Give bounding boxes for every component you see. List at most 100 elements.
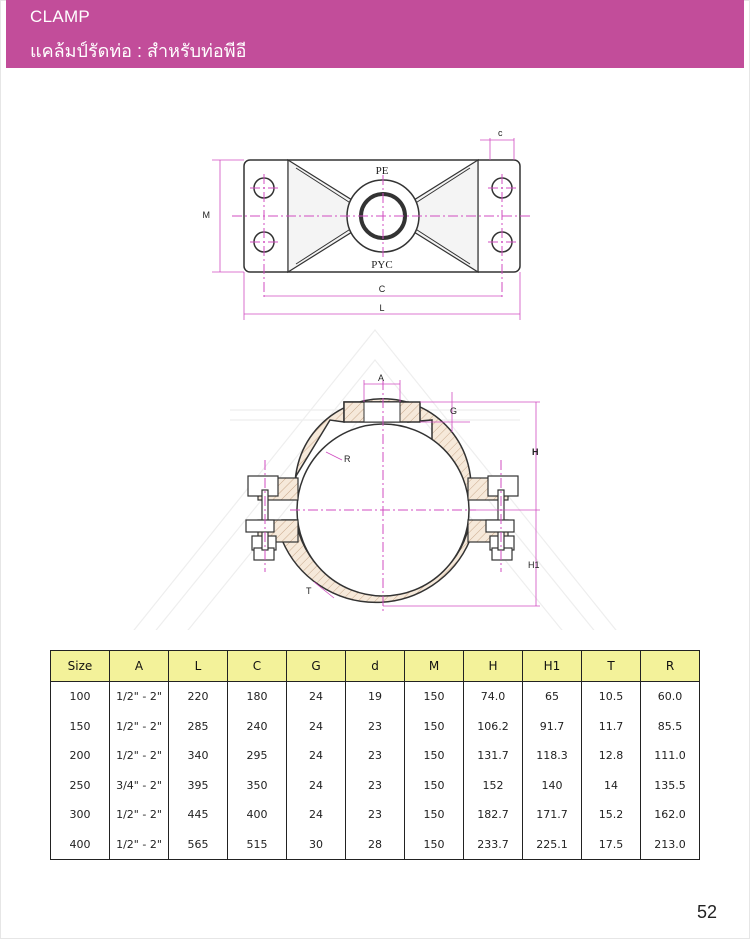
label-pe: PE [376,165,389,177]
table-cell: 91.7 [522,711,582,741]
table-cell: 1/2" - 2" [109,741,169,771]
table-cell: 60.0 [640,681,700,712]
page-number: 52 [696,902,717,922]
table-cell: 1/2" - 2" [109,800,169,830]
table-cell: 74.0 [463,681,523,712]
label-h1: H1 [528,560,540,570]
column-header: L [168,650,228,682]
table-cell: 152 [463,770,523,800]
label-c-bottom: C [379,284,386,294]
table-cell: 150 [50,711,110,741]
table-cell: 118.3 [522,741,582,771]
table-cell: 340 [168,741,228,771]
table-cell: 150 [404,741,464,771]
table-cell: 240 [227,711,287,741]
table-cell: 19 [345,681,405,712]
table-cell: 23 [345,770,405,800]
label-h: H [532,447,539,457]
table-cell: 285 [168,711,228,741]
table-cell: 250 [50,770,110,800]
label-a: A [378,373,384,383]
table-cell: 150 [404,711,464,741]
table-cell: 135.5 [640,770,700,800]
column-header: T [581,650,641,682]
table-cell: 65 [522,681,582,712]
column-header: G [286,650,346,682]
table-cell: 23 [345,741,405,771]
table-cell: 100 [50,681,110,712]
column-header: R [640,650,700,682]
table-cell: 180 [227,681,287,712]
column-header: H [463,650,523,682]
table-cell: 30 [286,829,346,860]
table-cell: 140 [522,770,582,800]
table-cell: 111.0 [640,741,700,771]
header-title: CLAMP [30,7,91,26]
table-cell: 445 [168,800,228,830]
table-cell: 300 [50,800,110,830]
label-t: T [306,586,312,596]
header-subtitle: แคล้มป์รัดท่อ : สำหรับท่อพีอี [30,41,247,61]
table-cell: 220 [168,681,228,712]
table-cell: 1/2" - 2" [109,681,169,712]
table-cell: 213.0 [640,829,700,860]
column-header: M [404,650,464,682]
table-cell: 182.7 [463,800,523,830]
table-cell: 295 [227,741,287,771]
table-cell: 14 [581,770,641,800]
page-header: CLAMP แคล้มป์รัดท่อ : สำหรับท่อพีอี [6,0,744,68]
table-cell: 24 [286,800,346,830]
table-cell: 1/2" - 2" [109,711,169,741]
table-cell: 150 [404,800,464,830]
table-cell: 395 [168,770,228,800]
column-header: A [109,650,169,682]
top-view: PE PYC c M C L [203,128,532,320]
table-cell: 150 [404,770,464,800]
table-cell: 24 [286,741,346,771]
label-m: M [203,210,211,220]
table-cell: 565 [168,829,228,860]
table-cell: 400 [227,800,287,830]
column-header: C [227,650,287,682]
table-cell: 350 [227,770,287,800]
table-cell: 12.8 [581,741,641,771]
label-g: G [450,406,457,416]
table-cell: 23 [345,800,405,830]
table-cell: 24 [286,770,346,800]
table-cell: 515 [227,829,287,860]
table-cell: 400 [50,829,110,860]
table-cell: 3/4" - 2" [109,770,169,800]
table-cell: 233.7 [463,829,523,860]
table-cell: 171.7 [522,800,582,830]
table-cell: 23 [345,711,405,741]
label-pvc: PYC [371,259,392,271]
table-cell: 17.5 [581,829,641,860]
table-cell: 24 [286,711,346,741]
table-cell: 85.5 [640,711,700,741]
column-header: d [345,650,405,682]
section-view: A G H R H1 T [245,373,540,612]
table-cell: 200 [50,741,110,771]
table-cell: 131.7 [463,741,523,771]
table-cell: 106.2 [463,711,523,741]
table-cell: 162.0 [640,800,700,830]
column-header: Size [50,650,110,682]
table-cell: 28 [345,829,405,860]
table-cell: 24 [286,681,346,712]
table-cell: 1/2" - 2" [109,829,169,860]
column-header: H1 [522,650,582,682]
table-cell: 10.5 [581,681,641,712]
clamp-technical-drawing: PE PYC c M C L [133,128,617,630]
label-r: R [344,454,351,464]
table-cell: 15.2 [581,800,641,830]
table-cell: 11.7 [581,711,641,741]
